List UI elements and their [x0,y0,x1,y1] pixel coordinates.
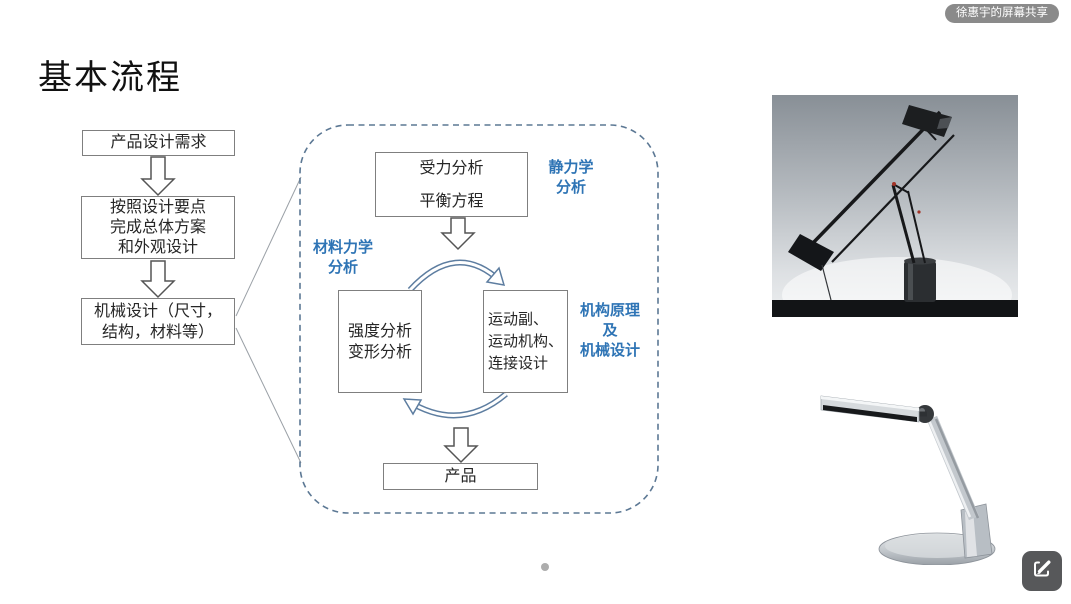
equilibrium-equation-line: 平衡方程 [419,193,484,210]
slide-title: 基本流程 [38,60,182,97]
flow-box-mechanical-design: 机械设计（尺寸， 结构，材料等） [81,298,235,345]
annotate-button[interactable] [1022,551,1062,591]
screen-share-badge: 徐惠宇的屏幕共享 [945,4,1059,23]
tizio-balance-arm-desk-lamp-photo [772,95,1018,317]
label-materials-mechanics-analysis: 材料力学 分析 [312,239,373,276]
silver-led-desk-lamp-photo [815,372,1000,565]
detail-box-kinematic-pairs: 运动副、 运动机构、 连接设计 [483,290,568,393]
flow-box-overall-scheme: 按照设计要点 完成总体方案 和外观设计 [81,196,235,259]
pencil-annotate-icon [1031,558,1053,585]
label-mechanism-principle-design: 机构原理 及 机械设计 [579,302,640,359]
detail-box-strength-deformation: 强度分析 变形分析 [338,290,422,393]
callout-lines [235,176,302,464]
detail-box-force-analysis: 受力分析 平衡方程 [375,152,528,217]
label-statics-analysis: 静力学 分析 [548,159,594,196]
flow-box-design-requirement: 产品设计需求 [82,130,235,156]
detail-box-product: 产品 [383,463,538,490]
force-analysis-line: 受力分析 [419,160,484,177]
slide-indicator-dot [541,563,549,571]
